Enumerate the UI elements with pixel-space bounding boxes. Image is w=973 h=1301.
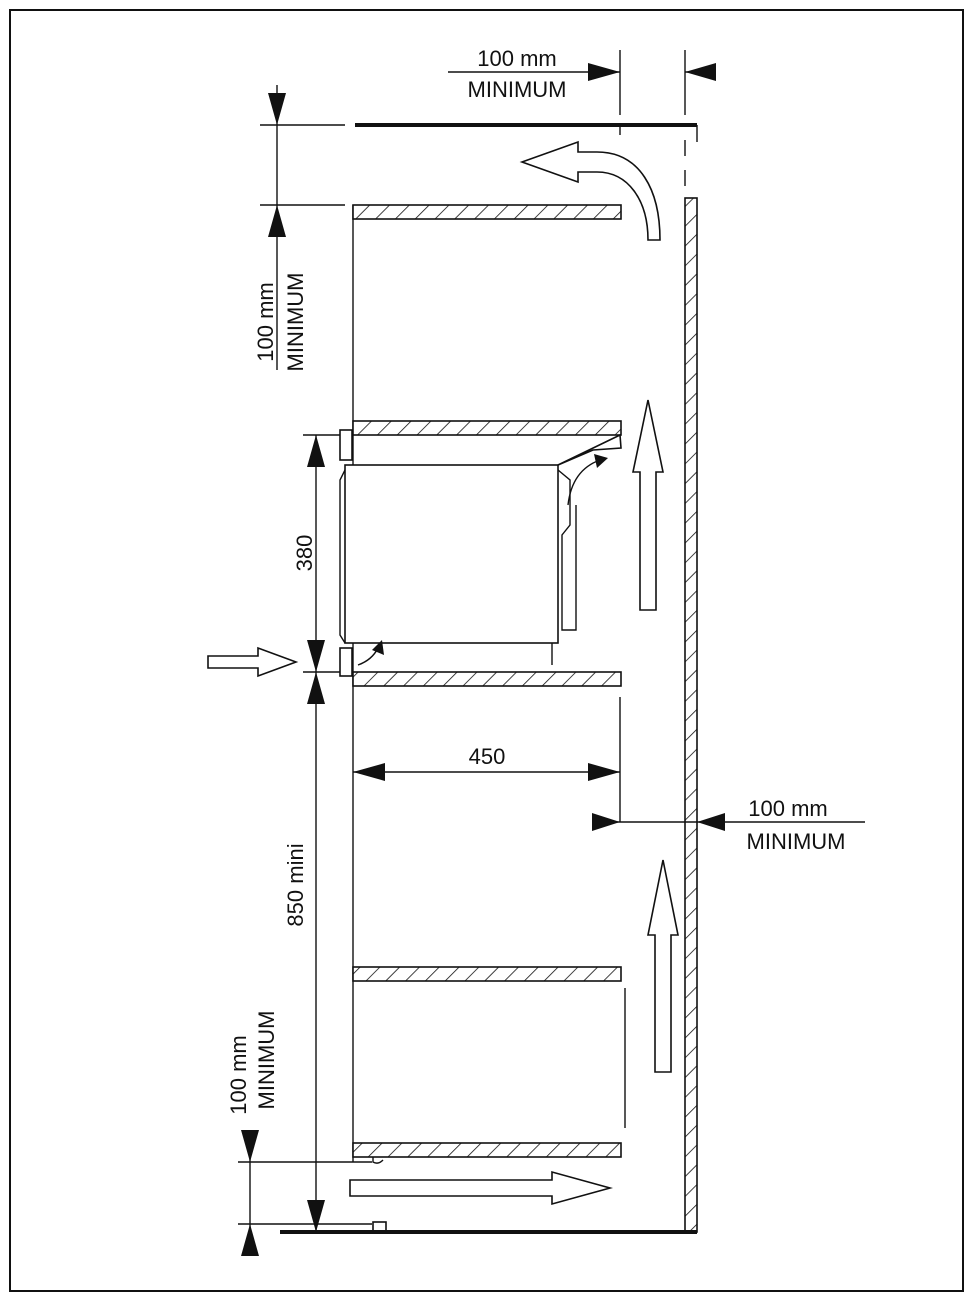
bottom-gap-unit: MINIMUM [254,1011,279,1110]
rear-gap-dimension: 100 mm MINIMUM [592,796,865,854]
airflow-exhaust-icon [594,454,608,468]
vertical-top-value: 100 mm [253,282,278,361]
arrow-left-icon [353,763,385,781]
outer-frame [9,9,964,1292]
shelf-top [352,204,622,220]
top-clearance-dimension: 100 mm MINIMUM [448,46,716,115]
arrow-up-icon [307,672,325,704]
shelf-bottom [352,1142,622,1158]
arrow-left-icon [697,813,725,831]
rear-wall [684,197,698,1233]
shelf-upper [352,420,622,436]
airflow-intake-icon [372,640,384,655]
arrow-down-icon [307,1200,325,1232]
airflow-exit-curved-arrow-icon [519,140,661,241]
arrow-up-icon [268,205,286,237]
shelf-middle [352,671,622,687]
arrow-down-icon [307,640,325,672]
arrow-down-icon [241,1130,259,1162]
arrow-down-icon [268,93,286,125]
airflow-lower-up-arrow-icon [647,859,679,1073]
top-clearance-unit: MINIMUM [468,77,567,102]
airflow-upper-up-arrow-icon [632,399,664,611]
air-intake-arrow-icon [207,646,299,678]
appliance-height-dimension: 380 [292,434,340,1232]
depth-dimension: 450 [353,744,620,781]
top-clearance-value: 100 mm [477,46,556,71]
appliance-height-label: 380 [292,535,317,572]
arrow-right-icon [588,63,620,81]
arrow-left-icon [685,63,716,81]
bottom-gap-value: 100 mm [226,1035,251,1114]
arrow-right-icon [592,813,620,831]
arrow-right-icon [588,763,620,781]
floor-height-label: 850 mini [283,843,308,926]
airflow-bottom-arrow-icon [349,1170,614,1206]
depth-label: 450 [469,744,506,769]
arrow-up-icon [241,1224,259,1256]
appliance-body [344,464,559,644]
rear-gap-unit: MINIMUM [747,829,846,854]
appliance [339,429,622,677]
vertical-top-clearance-dimension: 100 mm MINIMUM [253,85,345,371]
vertical-top-unit: MINIMUM [283,273,308,372]
rear-gap-value: 100 mm [748,796,827,821]
arrow-up-icon [307,435,325,467]
shelf-lower [352,966,622,982]
bottom-gap-dimension: 100 mm MINIMUM [226,1011,372,1256]
